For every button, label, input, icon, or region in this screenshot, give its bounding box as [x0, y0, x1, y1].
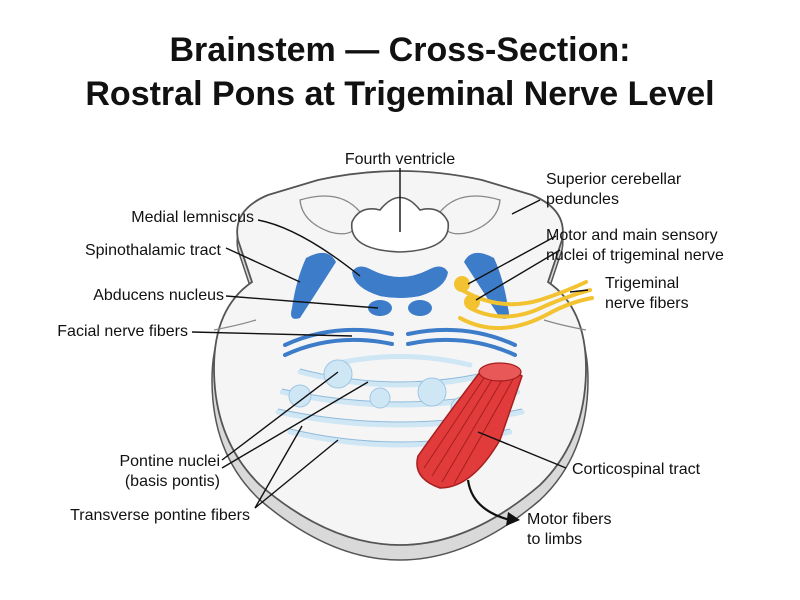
- lateral-groove-left: [213, 319, 257, 331]
- label-motor-fibers-1: Motor fibers: [527, 511, 611, 528]
- label-facial-nerve-fibers: Facial nerve fibers: [57, 323, 188, 340]
- label-medial-lemniscus: Medial lemniscus: [131, 209, 254, 226]
- label-pontine-nuclei-2: (basis pontis): [125, 473, 220, 490]
- label-motor-fibers-2: to limbs: [527, 531, 582, 548]
- label-corticospinal-tract: Corticospinal tract: [572, 461, 701, 478]
- label-motor-sensory-nuclei-2: nuclei of trigeminal nerve: [546, 247, 724, 264]
- label-superior-cerebellar-peduncles-2: peduncles: [546, 191, 619, 208]
- label-trigeminal-nerve-fibers-1: Trigeminal: [605, 275, 679, 292]
- label-superior-cerebellar-peduncles-1: Superior cerebellar: [546, 171, 682, 188]
- label-transverse-pontine-fibers: Transverse pontine fibers: [70, 507, 250, 524]
- abducens-nucleus-right: [408, 300, 432, 316]
- medial-lemniscus: [352, 266, 448, 298]
- title-line-2: Rostral Pons at Trigeminal Nerve Level: [85, 75, 715, 113]
- label-spinothalamic-tract: Spinothalamic tract: [85, 242, 222, 259]
- corticospinal-tract: [416, 362, 523, 489]
- lateral-groove-right: [543, 319, 587, 331]
- trigeminal-nerve-fibers: [458, 280, 594, 330]
- leader-lines: [191, 168, 589, 526]
- label-trigeminal-nerve-fibers-2: nerve fibers: [605, 295, 689, 312]
- label-pontine-nuclei-1: Pontine nuclei: [119, 453, 220, 470]
- label-motor-sensory-nuclei-1: Motor and main sensory: [546, 227, 718, 244]
- label-fourth-ventricle: Fourth ventricle: [345, 151, 455, 168]
- title-line-1: Brainstem — Cross-Section:: [169, 31, 631, 69]
- diagram-title: Brainstem — Cross-Section: Rostral Pons …: [0, 28, 800, 116]
- abducens-nucleus-left: [368, 300, 392, 316]
- facial-nerve-fibers: [283, 327, 517, 357]
- label-abducens-nucleus: Abducens nucleus: [93, 287, 224, 304]
